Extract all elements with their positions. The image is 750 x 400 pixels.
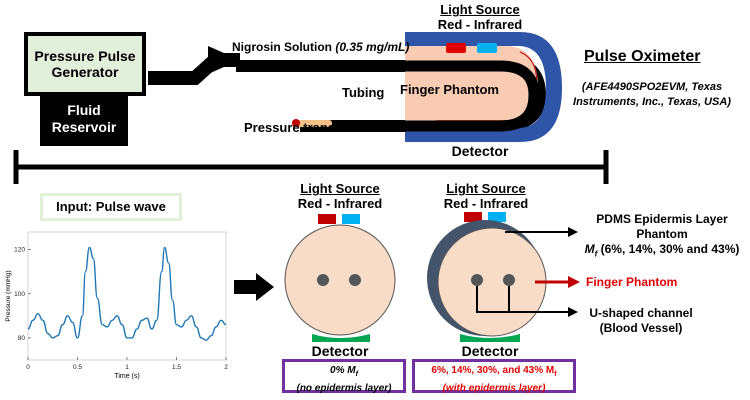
fluid-reservoir-box: Fluid Reservoir bbox=[40, 92, 128, 146]
input-title-box: Input: Pulse wave bbox=[40, 193, 182, 221]
oximeter-title: Pulse Oximeter bbox=[584, 48, 701, 65]
channel-line2: (Blood Vessel) bbox=[599, 321, 683, 335]
x-tick-label: 1.5 bbox=[172, 364, 181, 371]
box1-line2: (no epidermis layer) bbox=[296, 383, 392, 394]
chart-axes: 0 0.5 1 1.5 2 80 100 120 bbox=[14, 231, 228, 371]
reservoir-label: Fluid Reservoir bbox=[51, 102, 117, 135]
pdms-label: PDMS Epidermis Layer Phantom Mf (6%, 14%… bbox=[580, 212, 744, 261]
pulse-wave-chart: 0 0.5 1 1.5 2 80 100 120 Time (s) Pressure (mmH… bbox=[5, 231, 228, 380]
top-light-source-title: Light Source bbox=[440, 2, 520, 17]
pressure-transducer-icon bbox=[292, 119, 332, 127]
oximeter-model: (AFE4490SPO2EVM, Texas Instruments, Inc.… bbox=[573, 81, 731, 108]
light-source-sub-1: Red - Infrared bbox=[297, 196, 383, 211]
infrared-led-icon bbox=[488, 212, 506, 222]
solution-label: Nigrosin Solution (0.35 mg/mL) bbox=[232, 40, 410, 54]
x-tick-label: 2 bbox=[224, 364, 228, 371]
channel-line1: U-shaped channel bbox=[589, 306, 693, 320]
infrared-led-icon bbox=[342, 214, 360, 224]
box1-line1: 0% Mf bbox=[330, 365, 358, 378]
infrared-led-icon bbox=[477, 43, 497, 53]
box2-line2: (with epidermis layer) bbox=[442, 383, 546, 394]
detector-label-1: Detector bbox=[311, 343, 369, 359]
pdms-mf-line: Mf (6%, 14%, 30% and 43%) bbox=[584, 242, 740, 259]
pressure-pulse-generator-box: Pressure Pulse Generator bbox=[24, 32, 146, 96]
light-source-sub-2: Red - Infrared bbox=[443, 196, 529, 211]
pointer-arrows bbox=[505, 227, 580, 317]
finger-phantom-red-label: Finger Phantom bbox=[586, 275, 678, 289]
flow-arrow bbox=[208, 46, 240, 74]
input-arrow-icon bbox=[234, 273, 274, 301]
x-axis-label: Time (s) bbox=[114, 373, 139, 380]
tubing-label: Tubing bbox=[342, 85, 385, 100]
x-tick-label: 1 bbox=[125, 364, 129, 371]
box2-line1: 6%, 14%, 30%, and 43% Mf bbox=[431, 365, 557, 378]
detector-label-2: Detector bbox=[461, 343, 519, 359]
y-tick-label: 80 bbox=[18, 335, 26, 342]
detector-icon bbox=[312, 334, 370, 342]
light-source-title-2: Light Source bbox=[446, 181, 526, 196]
red-led-icon bbox=[464, 212, 482, 222]
phantom-no-epidermis bbox=[284, 214, 396, 342]
input-title: Input: Pulse wave bbox=[56, 199, 166, 214]
y-tick-label: 120 bbox=[14, 247, 25, 254]
red-led-icon bbox=[318, 214, 336, 224]
light-source-title-1: Light Source bbox=[300, 181, 380, 196]
channel-label: U-shaped channel (Blood Vessel) bbox=[578, 306, 704, 336]
top-light-source-sub: Red - Infrared bbox=[437, 17, 523, 32]
detector-icon bbox=[460, 334, 520, 342]
y-axis-label: Pressure (mmHg) bbox=[5, 270, 12, 321]
x-tick-label: 0.5 bbox=[73, 364, 82, 371]
transducer-label: Pressure transducer bbox=[244, 120, 371, 135]
phantom-with-epidermis bbox=[427, 212, 547, 342]
red-led-icon bbox=[446, 43, 466, 53]
separator-bracket bbox=[13, 150, 609, 184]
x-tick-label: 0 bbox=[26, 364, 30, 371]
generator-label: Pressure Pulse Generator bbox=[34, 48, 136, 80]
series-line bbox=[27, 246, 227, 341]
pdms-line2: Phantom bbox=[636, 227, 688, 241]
plot-frame bbox=[27, 231, 227, 361]
condition-box-no-epidermis: 0% Mf (no epidermis layer) bbox=[282, 359, 406, 394]
condition-box-with-epidermis: 6%, 14%, 30%, and 43% Mf (with epidermis… bbox=[412, 359, 576, 394]
finger-phantom-label: Finger Phantom bbox=[400, 82, 499, 97]
pdms-line1: PDMS Epidermis Layer bbox=[596, 212, 728, 226]
top-detector-label: Detector bbox=[451, 143, 509, 159]
y-tick-label: 100 bbox=[14, 291, 25, 298]
